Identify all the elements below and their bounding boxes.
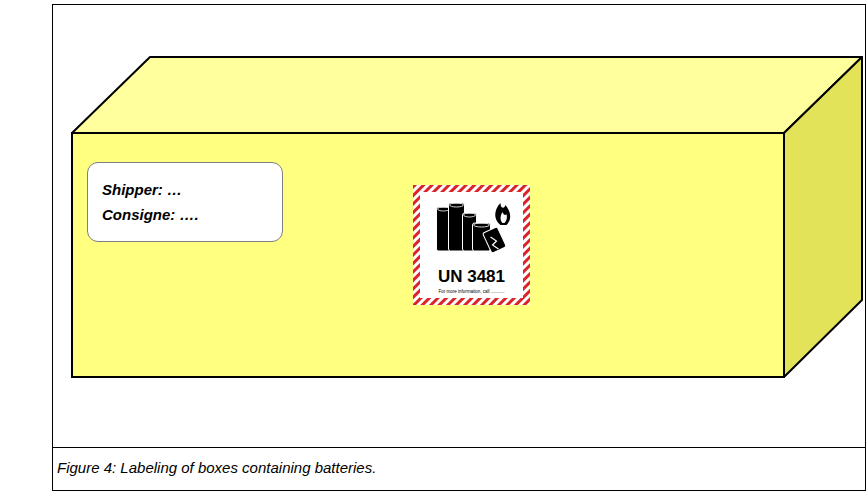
caption-frame [53,448,866,491]
hazard-label: UN 3481For more information, call ......… [413,185,530,305]
label-ground [420,192,523,298]
figure-caption: Figure 4: Labeling of boxes containing b… [57,459,376,476]
figure-frame [53,5,866,448]
hazard-label-artwork [413,185,530,305]
battery-icon [437,203,511,253]
box-side-face [784,57,862,377]
address-line: Shipper: … [102,181,268,198]
hatched-border [413,185,530,305]
address-line: Consigne: …. [102,206,268,223]
info-line: For more information, call ........... [438,289,504,295]
box-top-face [72,57,862,133]
address-label: Shipper: … Consigne: …. [87,162,283,242]
un-number: UN 3481 [438,268,505,286]
box-front-face [72,133,784,377]
